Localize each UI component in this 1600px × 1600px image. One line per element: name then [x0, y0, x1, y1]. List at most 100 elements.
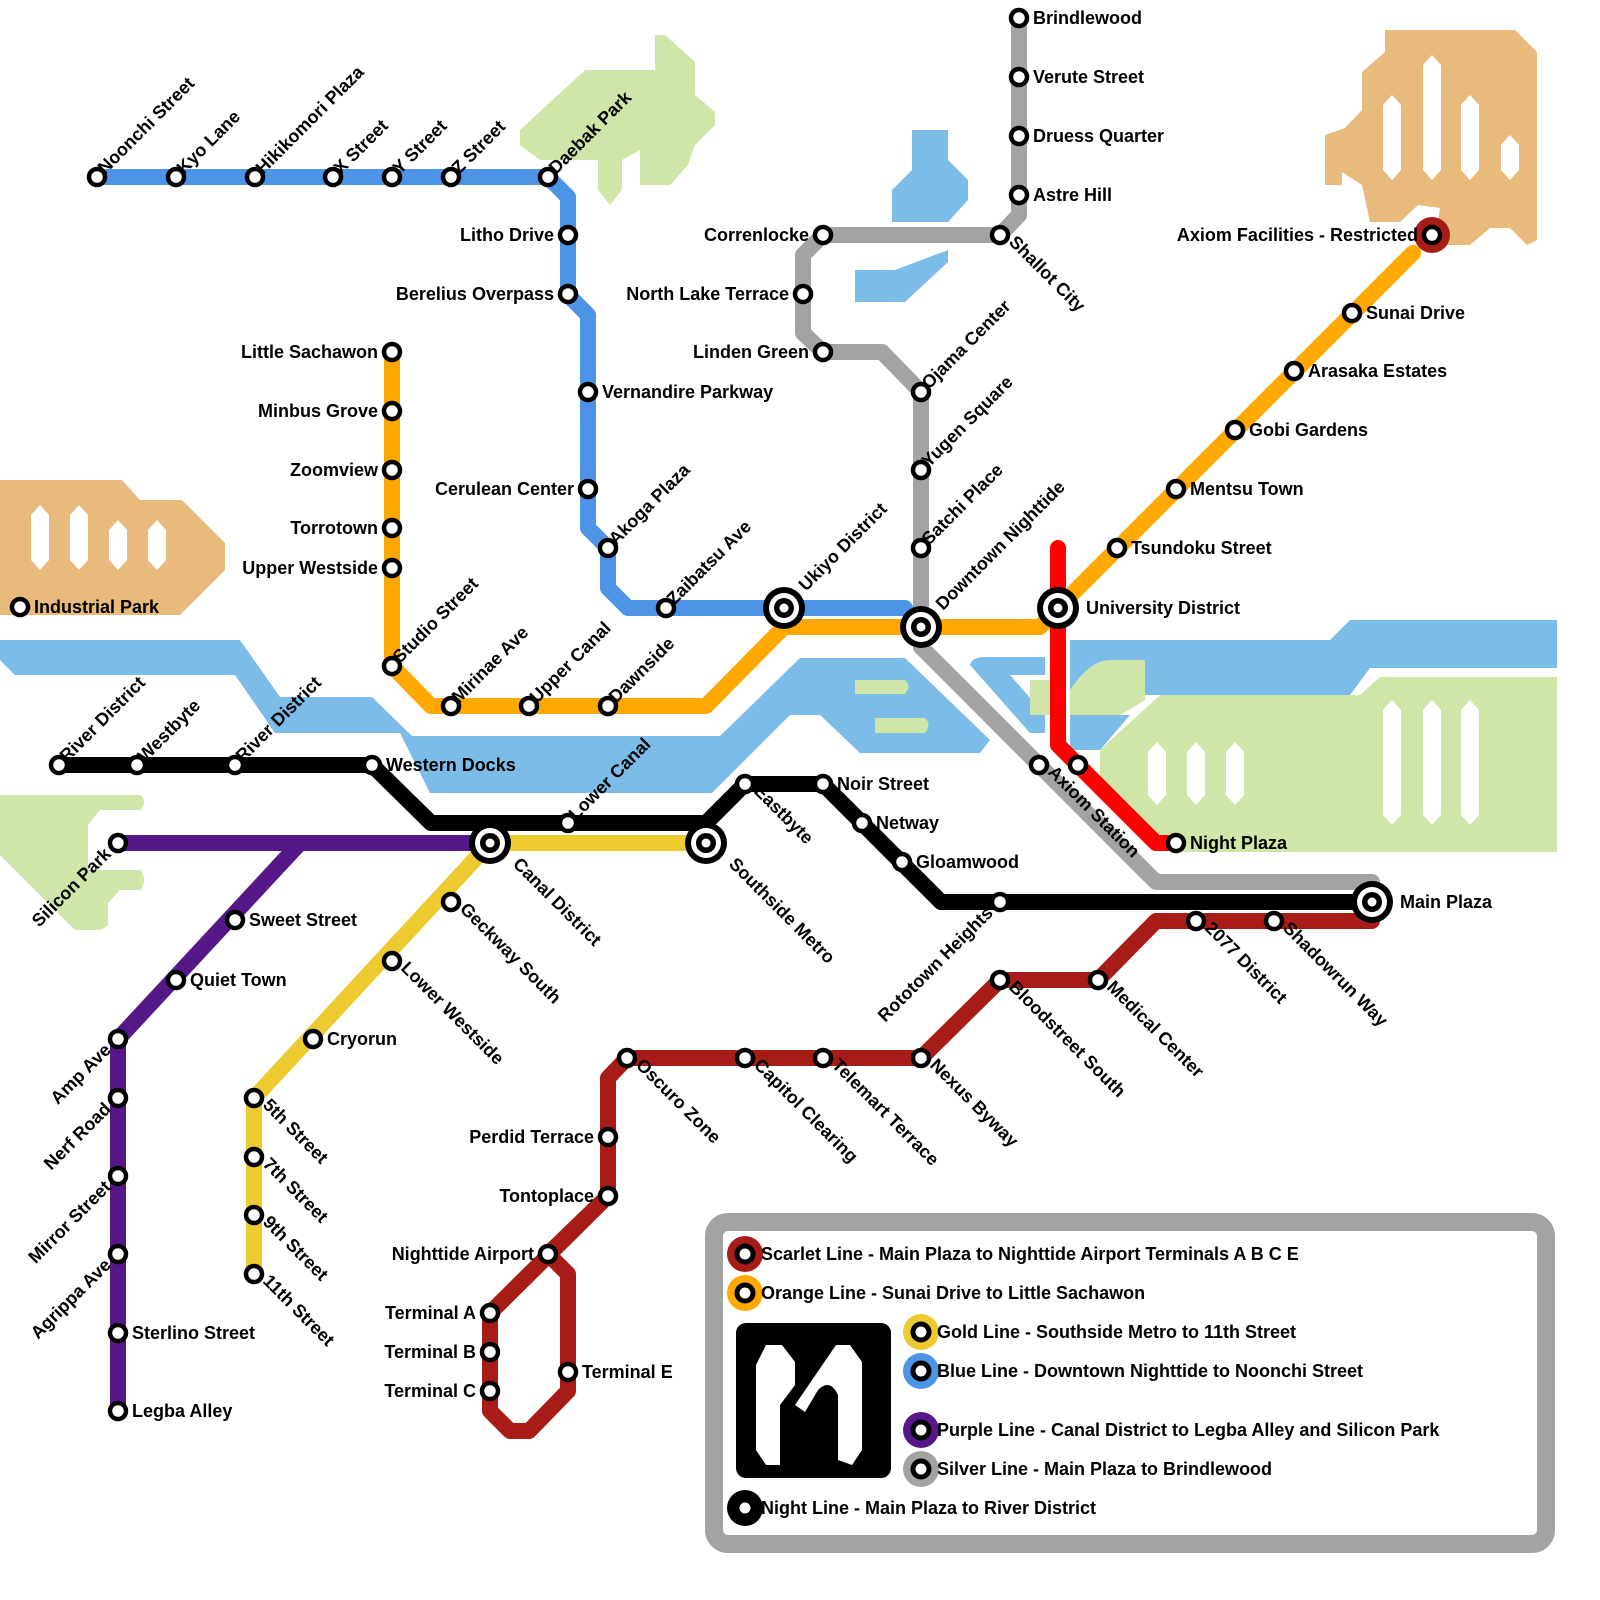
station[interactable]: Sunai Drive	[1341, 302, 1465, 324]
building-mark	[1148, 742, 1166, 805]
station-label: Satchi Place	[918, 460, 1007, 549]
station[interactable]: Cryorun	[302, 1028, 397, 1050]
station[interactable]	[1067, 754, 1089, 776]
station-label: Zaibatsu Ave	[663, 516, 755, 608]
station[interactable]: Berelius Overpass	[396, 283, 579, 305]
station[interactable]: Litho Drive	[460, 224, 579, 246]
station-label: Oscuro Zone	[632, 1055, 725, 1148]
station-label: Amp Ave	[46, 1040, 114, 1108]
station[interactable]: Main Plaza	[1351, 881, 1493, 923]
station[interactable]: Lower Westside	[381, 950, 508, 1069]
station[interactable]: Terminal B	[384, 1341, 501, 1363]
building-mark	[148, 520, 166, 570]
station[interactable]: Little Sachawon	[241, 341, 403, 363]
building-mark	[31, 505, 49, 570]
station-label: Sterlino Street	[132, 1323, 255, 1343]
station[interactable]: Western Docks	[361, 754, 516, 776]
station[interactable]: Torrotown	[290, 517, 403, 539]
legend-item: Scarlet Line - Main Plaza to Nighttide A…	[727, 1236, 1299, 1272]
station[interactable]: Shadowrun Way	[1263, 910, 1392, 1030]
station[interactable]: Arasaka Estates	[1283, 360, 1447, 382]
station-label: Night Plaza	[1190, 833, 1288, 853]
gold-line	[246, 835, 714, 1282]
station[interactable]: Akoga Plaza	[597, 459, 695, 559]
station-label: Kyo Lane	[173, 106, 244, 177]
building-mark	[1501, 135, 1519, 180]
station-label: Netway	[876, 813, 939, 833]
park-area	[1100, 677, 1557, 852]
station-label: Arasaka Estates	[1308, 361, 1447, 381]
station-label: Western Docks	[386, 755, 516, 775]
legend-label: Blue Line - Downtown Nighttide to Noonch…	[937, 1361, 1363, 1381]
station[interactable]: 11th Street	[243, 1263, 338, 1350]
station[interactable]: Perdid Terrace	[469, 1126, 619, 1148]
legend-label: Orange Line - Sunai Drive to Little Sach…	[761, 1283, 1145, 1303]
station[interactable]: Southside Metro	[685, 822, 839, 968]
station[interactable]: Upper Westside	[242, 557, 403, 579]
station[interactable]: Sterlino Street	[107, 1322, 255, 1344]
park-area	[855, 680, 929, 733]
station[interactable]: Terminal A	[385, 1302, 501, 1324]
water-body	[970, 657, 1045, 733]
station[interactable]: Night Plaza	[1165, 832, 1288, 854]
station-label: Cerulean Center	[435, 479, 574, 499]
station-label: Gloamwood	[916, 852, 1019, 872]
station-label: Druess Quarter	[1033, 126, 1164, 146]
station[interactable]: Astre Hill	[1008, 184, 1112, 206]
station-label: Agrippa Ave	[27, 1255, 115, 1343]
station[interactable]: Correnlocke	[704, 224, 834, 246]
station[interactable]: Druess Quarter	[1008, 125, 1164, 147]
building-mark	[1187, 742, 1205, 805]
station-label: Noir Street	[837, 774, 929, 794]
building-mark	[1226, 742, 1244, 805]
station-label: Canal District	[509, 854, 605, 950]
legend-item: Gold Line - Southside Metro to 11th Stre…	[903, 1314, 1296, 1350]
station[interactable]: Rototown Heights	[874, 891, 1011, 1026]
station[interactable]: Quiet Town	[165, 969, 287, 991]
station-label: Sunai Drive	[1366, 303, 1465, 323]
station[interactable]: Tsundoku Street	[1106, 537, 1272, 559]
station[interactable]: Noir Street	[812, 773, 929, 795]
station[interactable]: Vernandire Parkway	[577, 381, 773, 403]
legend-label: Purple Line - Canal District to Legba Al…	[937, 1420, 1440, 1440]
park-area	[1030, 660, 1145, 715]
water-body	[855, 130, 968, 302]
legend-label: Silver Line - Main Plaza to Brindlewood	[937, 1459, 1272, 1479]
station[interactable]: Linden Green	[693, 341, 834, 363]
building-mark	[70, 505, 88, 570]
station[interactable]: Legba Alley	[107, 1400, 232, 1422]
station[interactable]: Nighttide Airport	[392, 1243, 559, 1265]
station[interactable]: Gobi Gardens	[1224, 419, 1368, 441]
station[interactable]: Sweet Street	[224, 909, 357, 931]
station-label: Minbus Grove	[258, 401, 378, 421]
station[interactable]: Gloamwood	[891, 851, 1019, 873]
station[interactable]: Geckway South	[440, 891, 565, 1008]
station-label: Upper Canal	[526, 618, 615, 707]
station[interactable]: Terminal E	[557, 1361, 673, 1383]
night-line	[51, 757, 1380, 910]
building-mark	[1461, 700, 1479, 825]
station-label: X Street	[330, 116, 392, 178]
station-label: Lower Westside	[397, 958, 508, 1069]
station-label: Nexus Byway	[926, 1055, 1022, 1151]
station-label: Torrotown	[290, 518, 378, 538]
station[interactable]: Zoomview	[290, 459, 403, 481]
station-label: Y Street	[389, 116, 451, 178]
station[interactable]: Verute Street	[1008, 66, 1144, 88]
station[interactable]: Minbus Grove	[258, 400, 403, 422]
station-label: Correnlocke	[704, 225, 809, 245]
station-label: Tsundoku Street	[1131, 538, 1272, 558]
station[interactable]: Netway	[851, 812, 939, 834]
station-label: Vernandire Parkway	[602, 382, 773, 402]
station[interactable]: Axiom Facilities - Restricted	[1177, 217, 1450, 253]
station[interactable]: Nexus Byway	[910, 1047, 1022, 1151]
station[interactable]: Tontoplace	[499, 1185, 619, 1207]
station[interactable]: North Lake Terrace	[626, 283, 814, 305]
station[interactable]: Cerulean Center	[435, 478, 599, 500]
station[interactable]: Mentsu Town	[1165, 478, 1304, 500]
station-label: Brindlewood	[1033, 8, 1142, 28]
station[interactable]: Industrial Park	[9, 596, 160, 618]
station[interactable]: Terminal C	[384, 1380, 501, 1402]
station[interactable]: Brindlewood	[1008, 7, 1142, 29]
station[interactable]: University District	[1037, 587, 1240, 629]
